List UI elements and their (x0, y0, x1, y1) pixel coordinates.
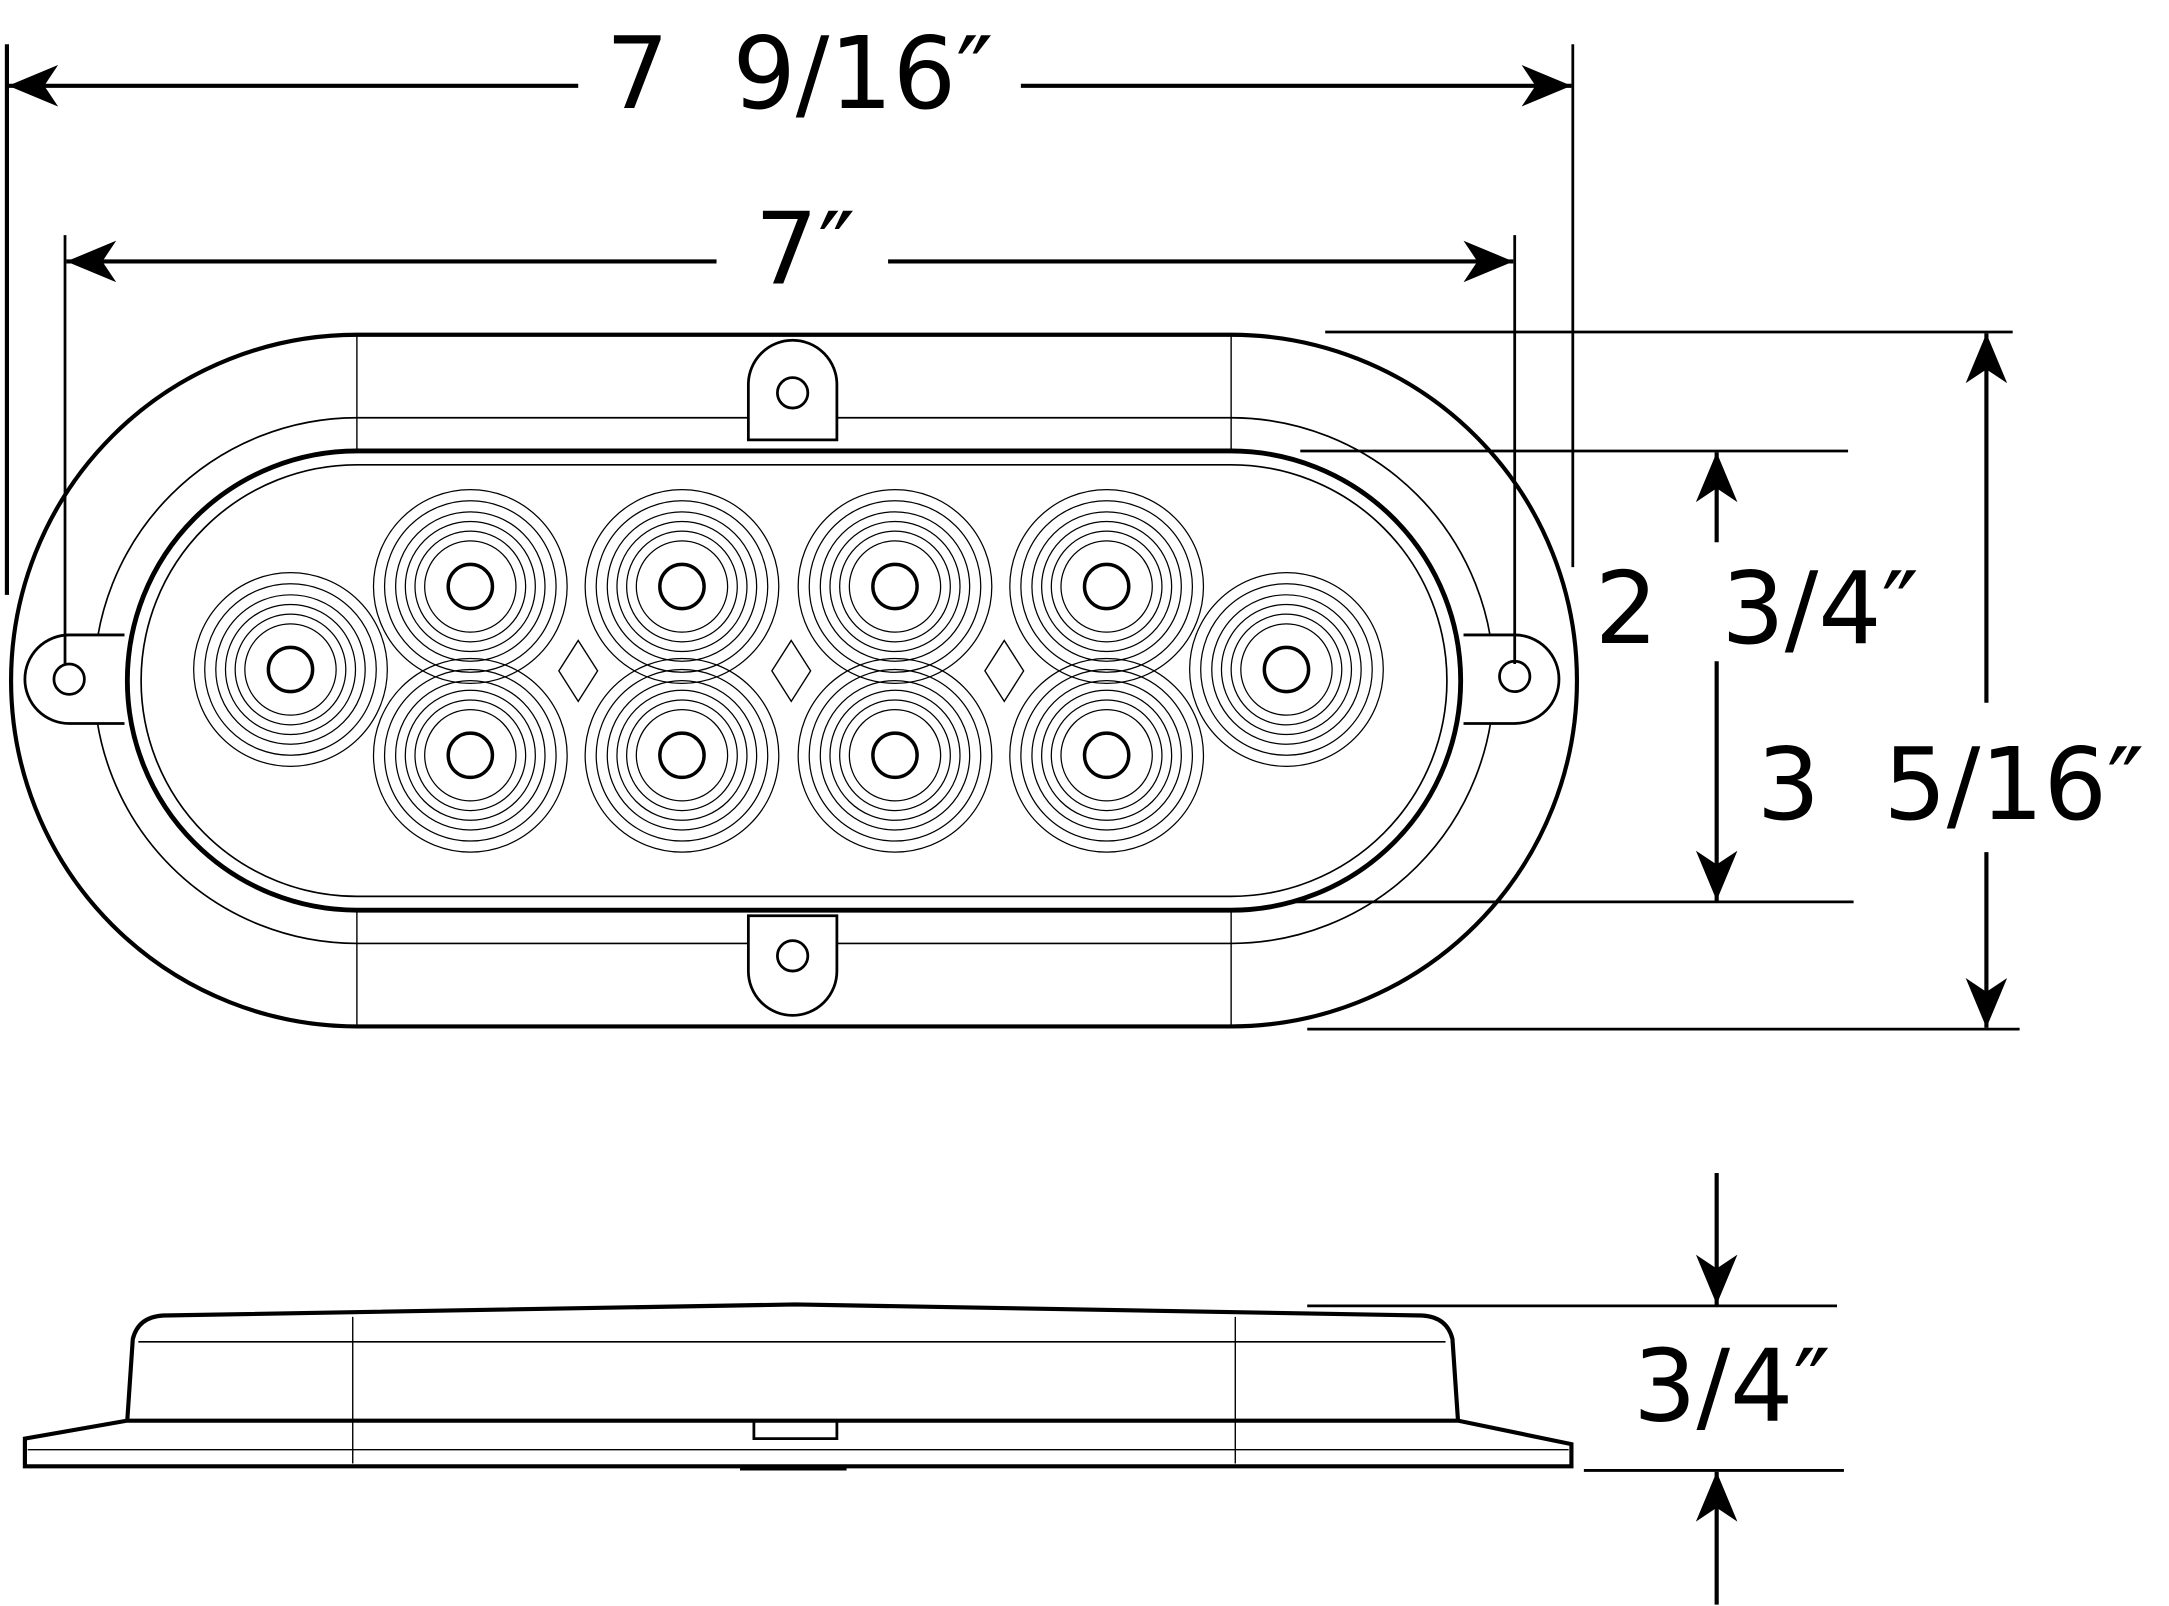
led-2 (372, 489, 568, 684)
side-flange (22, 1418, 1574, 1469)
led-10 (1009, 657, 1205, 853)
lens-diamond-2 (771, 639, 812, 703)
lens-diamond-3 (984, 639, 1025, 703)
mount-tab-bottom (746, 914, 839, 1017)
led-array (193, 489, 1384, 853)
side-lens (125, 1302, 1461, 1421)
dim-lens-width: 7″ (755, 193, 856, 308)
led-9 (797, 657, 993, 853)
mount-tab-left (23, 633, 125, 725)
led-5 (1009, 489, 1205, 684)
lens-diamond-1 (558, 639, 599, 703)
led-6 (1189, 572, 1384, 767)
front-view (9, 332, 1579, 1029)
lens-outer (124, 448, 1464, 913)
dim-overall-width: 7 9/16″ (606, 17, 993, 132)
dimension-lines (4, 44, 2020, 1031)
mount-tab-right (1463, 633, 1561, 725)
dim-overall-height: 3 5/16″ (1757, 728, 2144, 843)
led-1 (193, 572, 388, 767)
mount-tab-top (746, 338, 839, 442)
led-3 (584, 489, 780, 684)
dim-depth: 3/4″ (1633, 1330, 1830, 1445)
led-7 (372, 657, 568, 853)
dim-lens-height: 2 3/4″ (1595, 552, 1919, 667)
depth-dimension (1307, 1173, 1844, 1605)
side-view (22, 1302, 1574, 1471)
outer-flange (9, 332, 1579, 1029)
lens-inner (140, 463, 1448, 898)
led-8 (584, 657, 780, 853)
led-4 (797, 489, 993, 684)
